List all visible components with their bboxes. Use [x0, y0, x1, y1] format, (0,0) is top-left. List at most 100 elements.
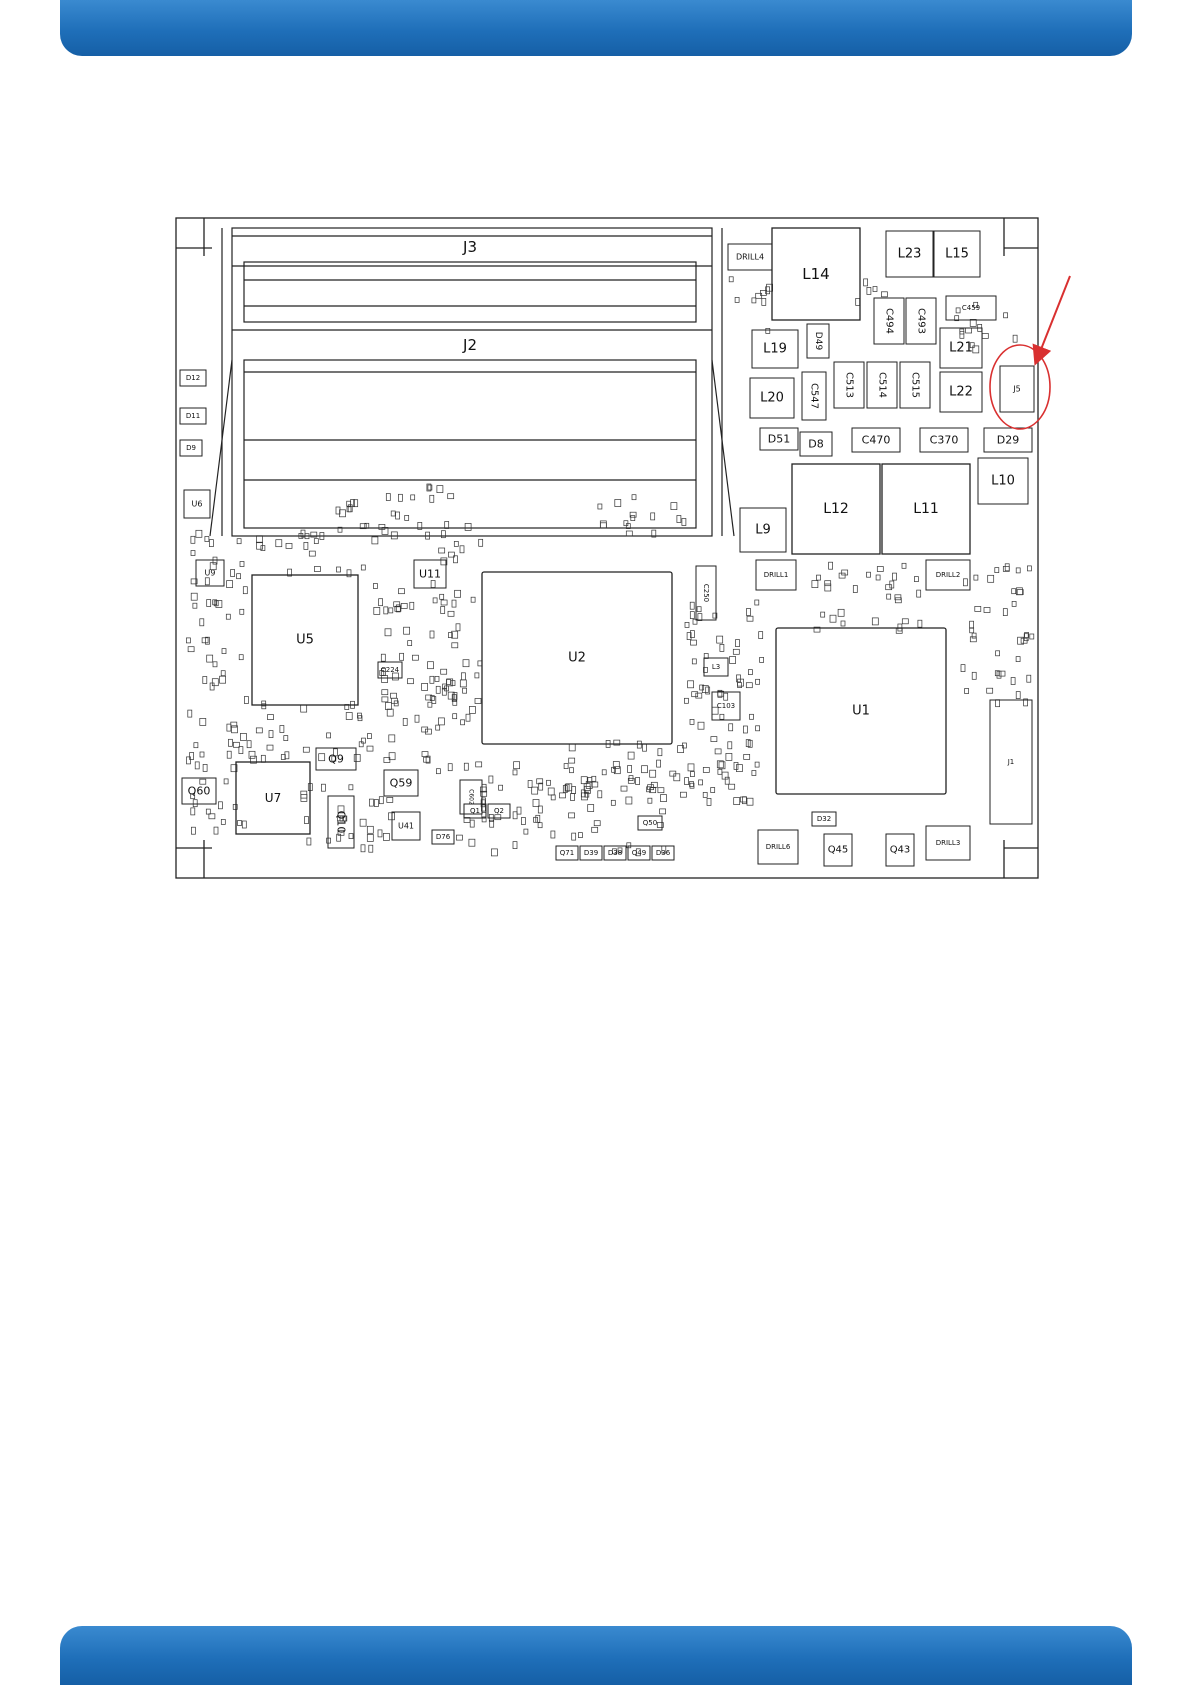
footprint [692, 659, 696, 664]
component-label: U9 [205, 569, 216, 578]
footprint [441, 600, 447, 605]
component-d8: D8 [800, 432, 832, 456]
footprint [203, 764, 207, 771]
footprint [996, 651, 1000, 656]
footprint [379, 599, 383, 606]
component-label: D11 [186, 412, 200, 420]
footprint [453, 714, 457, 719]
component-label: D39 [584, 849, 598, 857]
footprint [517, 807, 521, 814]
component-label: Q2 [494, 807, 504, 815]
component-q2: Q2 [488, 804, 510, 818]
footprint [405, 515, 409, 520]
footprint [461, 720, 465, 725]
component-label: C514 [877, 372, 888, 398]
footprint [379, 797, 383, 804]
component-label: L9 [755, 523, 771, 538]
small-footprints [186, 277, 1033, 856]
footprint [361, 845, 365, 852]
component-label: Q43 [890, 845, 911, 856]
component-label: U2 [568, 651, 586, 666]
footprint [584, 784, 590, 791]
footprint [755, 762, 759, 767]
footprint [538, 823, 542, 828]
component-d36: D36 [652, 846, 674, 860]
footprint [465, 523, 471, 530]
footprint [367, 826, 373, 833]
footprint [381, 654, 385, 661]
footprint [240, 609, 244, 614]
footprint [685, 778, 689, 785]
footprint [887, 594, 891, 599]
footprint [902, 563, 906, 568]
footprint [650, 770, 656, 777]
footprint [438, 718, 444, 725]
component-label: C250 [702, 584, 710, 602]
footprint [461, 673, 465, 680]
footprint [470, 820, 474, 827]
component-l3: L3 [704, 658, 728, 676]
footprint [196, 530, 202, 537]
component-u5: U5 [252, 575, 358, 705]
footprint [432, 697, 436, 704]
footprint [191, 808, 195, 815]
footprint [207, 600, 211, 607]
footprint [514, 762, 520, 769]
footprint [853, 586, 857, 593]
footprint [729, 724, 733, 731]
footprint [244, 697, 248, 704]
footprint [628, 766, 632, 773]
footprint [838, 609, 844, 616]
component-c370: C370 [920, 428, 968, 452]
component-u41: U41 [392, 812, 420, 840]
footprint [304, 542, 308, 549]
footprint [207, 655, 213, 662]
footprint [347, 507, 351, 512]
component-label: J1 [1007, 758, 1015, 766]
footprint [744, 754, 750, 759]
footprint [730, 657, 736, 664]
component-label: Q45 [828, 845, 849, 856]
footprint [867, 572, 871, 577]
footprint [547, 780, 551, 785]
footprint [386, 494, 390, 501]
footprint [203, 677, 207, 684]
footprint [728, 742, 732, 749]
component-label: U41 [398, 822, 414, 831]
footprint [454, 541, 458, 546]
footprint [212, 679, 218, 686]
footprint [435, 676, 439, 681]
component-label: Q49 [632, 849, 646, 857]
footprint [658, 749, 662, 756]
component-l22: L22 [940, 372, 982, 412]
footprint [706, 687, 710, 694]
component-label: C459 [962, 304, 980, 312]
component-label: Q60 [188, 785, 211, 798]
footprint [1016, 568, 1020, 573]
footprint [696, 693, 702, 698]
footprint [410, 602, 414, 609]
footprint [469, 706, 475, 713]
footprint [631, 516, 635, 521]
footprint [598, 791, 602, 798]
footprint [973, 346, 979, 353]
footprint [698, 722, 704, 729]
footprint [389, 608, 393, 613]
footprint [391, 511, 395, 516]
footprint [839, 573, 845, 578]
component-q59: Q59 [384, 770, 418, 796]
footprint [205, 637, 209, 644]
footprint [974, 575, 978, 580]
component-label: DRILL1 [764, 571, 789, 579]
footprint [466, 714, 470, 721]
footprint [222, 649, 226, 654]
footprint [988, 575, 994, 582]
footprint [399, 589, 405, 594]
footprint [337, 567, 341, 572]
footprint [378, 830, 382, 837]
footprint [269, 731, 273, 738]
footprint [249, 751, 255, 758]
footprint [1011, 678, 1015, 685]
footprint [307, 838, 311, 845]
footprint [240, 733, 246, 740]
